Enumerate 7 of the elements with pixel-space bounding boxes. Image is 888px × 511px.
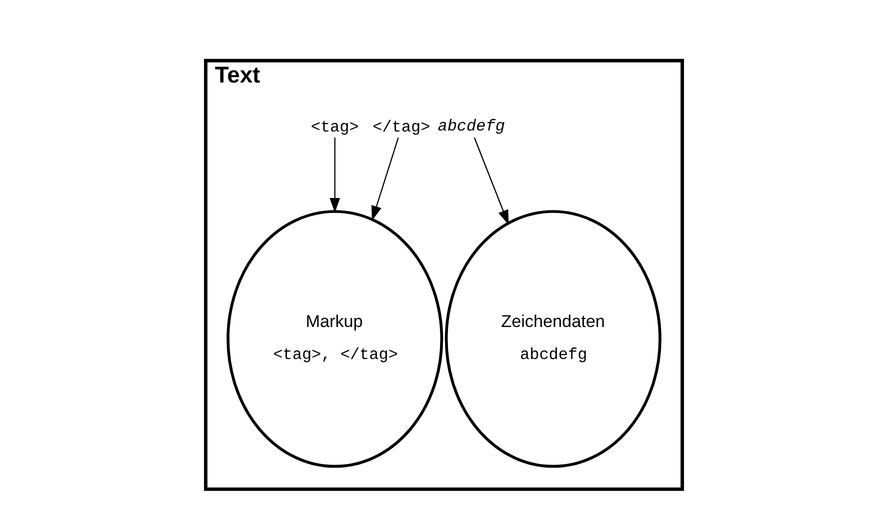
node-ellipse: Markup <tag>, </tag> xyxy=(226,210,444,468)
node-text: abcdefg xyxy=(438,118,505,136)
arrow xyxy=(330,138,340,213)
arrow xyxy=(371,137,399,221)
node-text: </tag> xyxy=(372,118,430,137)
node-text: <tag> xyxy=(310,118,359,137)
arrow xyxy=(474,137,509,225)
